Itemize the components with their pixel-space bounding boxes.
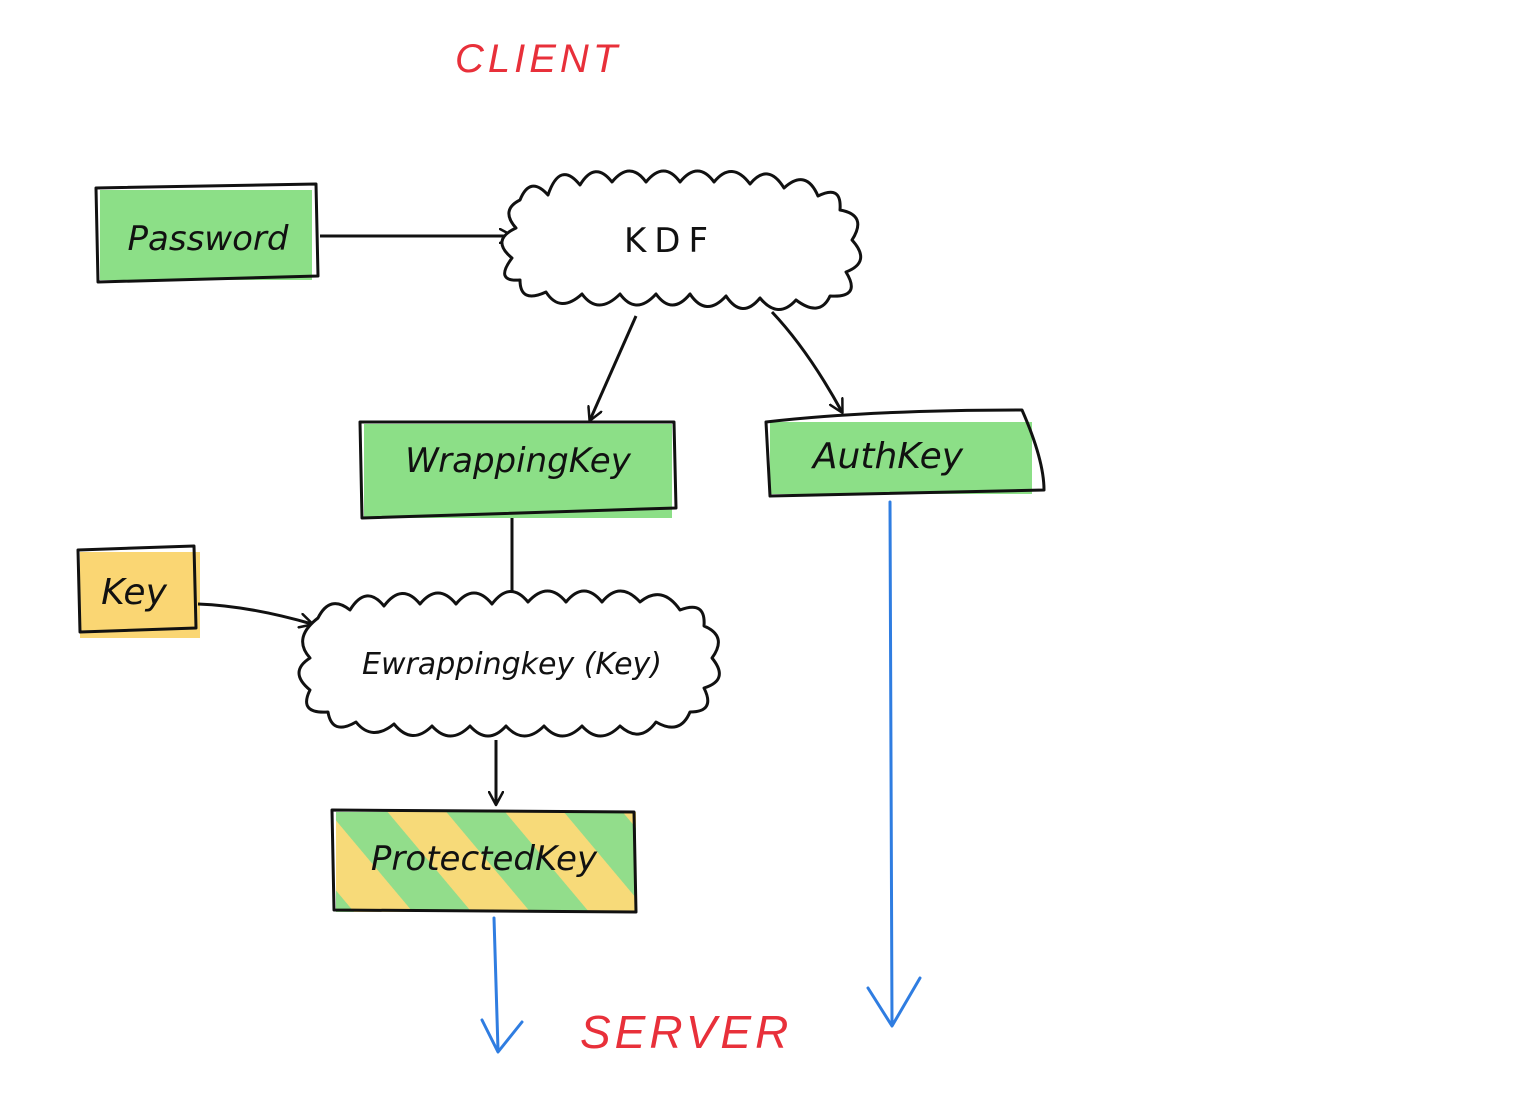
encrypt-op-node: Ewrappingkey (Key) bbox=[297, 589, 721, 738]
arrow-auth-key-to-server bbox=[866, 500, 922, 1028]
auth-key-node: AuthKey bbox=[764, 408, 1046, 498]
wrapping-key-node: WrappingKey bbox=[358, 420, 678, 520]
password-node: Password bbox=[94, 182, 320, 284]
arrow-protected-key-to-server bbox=[480, 916, 524, 1054]
protected-key-label: ProtectedKey bbox=[371, 839, 598, 879]
wrapping-key-label: WrappingKey bbox=[405, 441, 632, 481]
arrow-kdf-to-wrapping-key bbox=[590, 315, 638, 420]
client-region-label: CLIENT bbox=[455, 37, 621, 81]
key-node: Key bbox=[76, 544, 200, 638]
server-region-label: SERVER bbox=[580, 1006, 792, 1058]
arrow-kdf-to-auth-key bbox=[770, 310, 842, 412]
kdf-node: KDF bbox=[500, 169, 863, 311]
protected-key-node: ProtectedKey bbox=[330, 808, 638, 914]
auth-key-label: AuthKey bbox=[811, 436, 964, 477]
password-label: Password bbox=[128, 219, 289, 259]
key-label: Key bbox=[101, 572, 167, 613]
encrypt-op-label: Ewrappingkey (Key) bbox=[362, 647, 662, 682]
kdf-label: KDF bbox=[624, 221, 716, 261]
arrow-key-to-encrypt bbox=[197, 602, 312, 624]
